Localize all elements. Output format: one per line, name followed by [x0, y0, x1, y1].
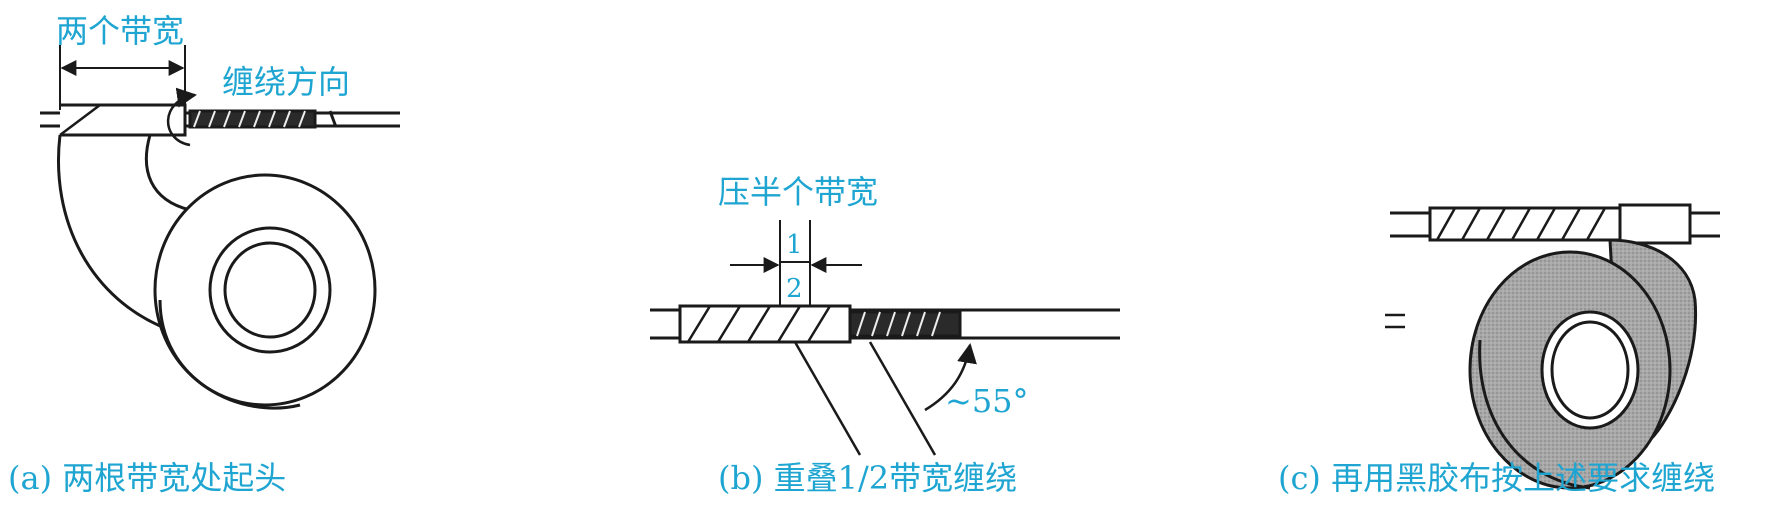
- overlap-part-2: 2: [786, 274, 803, 304]
- panel-c-tape-roll: [1468, 238, 1698, 490]
- overlap-label: 压半个带宽: [718, 173, 879, 211]
- panel-b-overlap-tape: [678, 304, 852, 344]
- panel-a-tape-strip: [57, 134, 191, 332]
- panel-b-overlap-dimension: [730, 220, 862, 306]
- caption-c: (c) 再用黑胶布按上述要求缠绕: [1278, 459, 1716, 497]
- panel-c-wound-tape: [1428, 203, 1692, 245]
- panel-b-figure: [650, 220, 1120, 456]
- angle-label: ~55°: [945, 382, 1029, 420]
- caption-a: (a) 两根带宽处起头: [8, 459, 287, 497]
- winding-direction-label: 缠绕方向: [222, 63, 351, 101]
- caption-b: (b) 重叠1/2带宽缠绕: [718, 459, 1018, 497]
- width-label: 两个带宽: [56, 12, 185, 50]
- panel-a-figure: [40, 45, 400, 410]
- panel-c-figure: [1385, 203, 1720, 490]
- panel-a-width-dimension: [59, 45, 186, 110]
- panel-a-tape-roll: [153, 173, 377, 410]
- panel-b-angle-lines: [793, 341, 977, 456]
- overlap-part-1: 1: [786, 230, 803, 260]
- panel-a-wound-tape: [188, 109, 338, 129]
- panel-b-wound-tape: [848, 310, 962, 338]
- panel-c-equals-mark: [1385, 313, 1405, 329]
